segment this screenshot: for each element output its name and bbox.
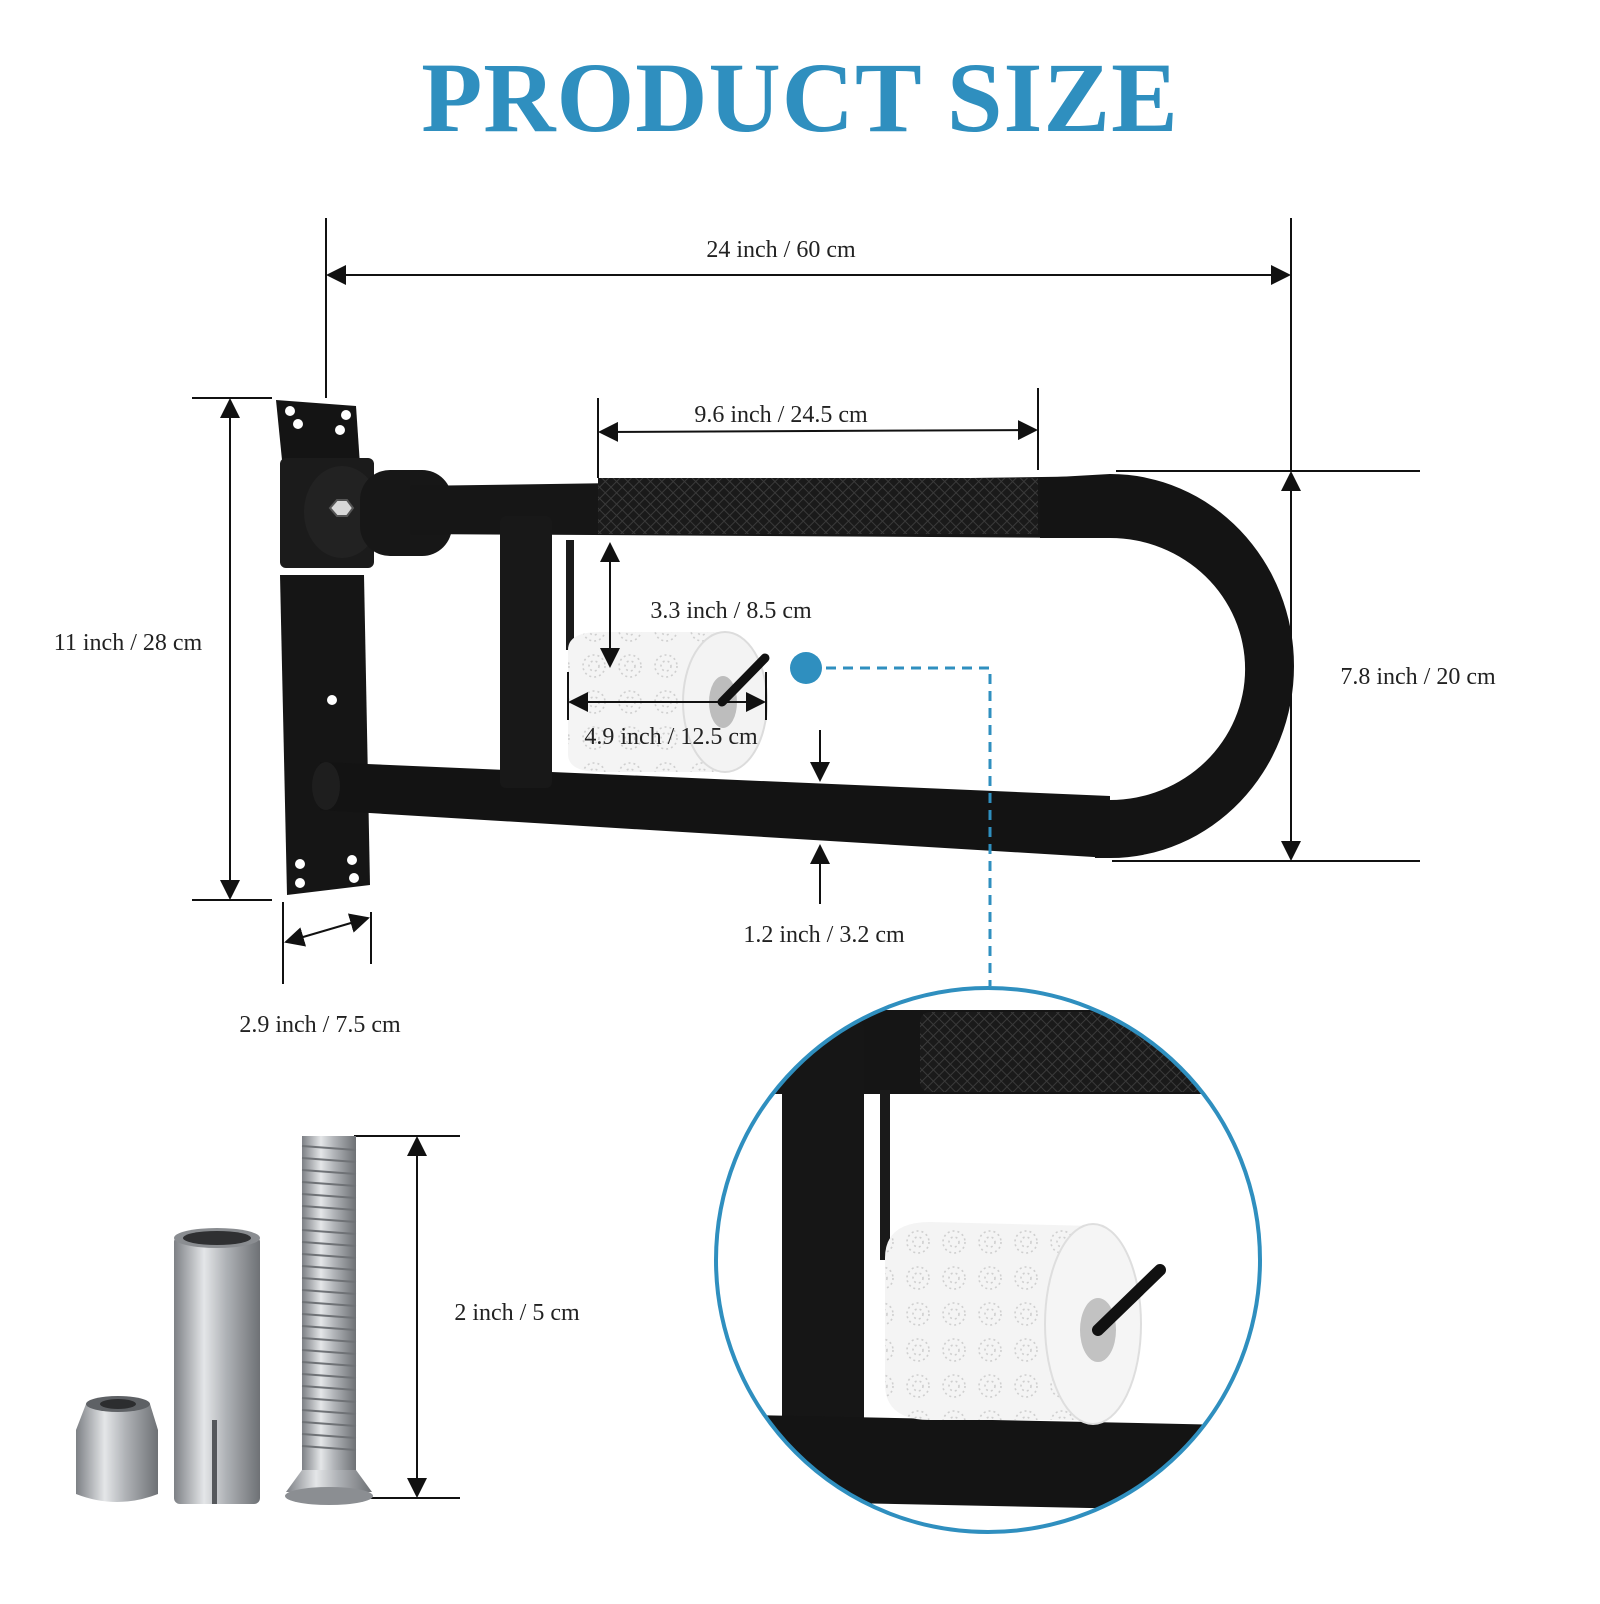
label-plate-width: 2.9 inch / 7.5 cm bbox=[239, 1012, 401, 1038]
anchor-sleeve bbox=[174, 1228, 260, 1504]
callout-circle bbox=[714, 986, 1262, 1534]
knurled-grip bbox=[598, 478, 1038, 534]
label-plate-height: 11 inch / 28 cm bbox=[54, 630, 203, 656]
mounting-hardware bbox=[76, 1136, 373, 1505]
label-tube-diameter: 1.2 inch / 3.2 cm bbox=[743, 922, 905, 948]
zoom-detail bbox=[716, 988, 1260, 1532]
grab-bar-illustration bbox=[276, 400, 1294, 895]
vertical-support bbox=[500, 516, 552, 788]
label-holder-drop: 3.3 inch / 8.5 cm bbox=[650, 598, 812, 624]
anchor-bolt bbox=[285, 1136, 373, 1505]
label-knurled-grip: 9.6 inch / 24.5 cm bbox=[694, 402, 868, 428]
anchor-nut bbox=[76, 1396, 158, 1502]
u-bend bbox=[1040, 474, 1294, 858]
dimension-labels: 24 inch / 60 cm 9.6 inch / 24.5 cm 11 in… bbox=[54, 237, 1496, 1326]
wall-plate-bottom bbox=[280, 575, 370, 895]
page-title: PRODUCT SIZE bbox=[421, 42, 1179, 153]
label-anchor-length: 2 inch / 5 cm bbox=[454, 1300, 580, 1326]
label-roll-width: 4.9 inch / 12.5 cm bbox=[584, 724, 758, 750]
label-overall-length: 24 inch / 60 cm bbox=[706, 237, 856, 263]
callout-dot bbox=[790, 652, 822, 684]
wall-plate-top bbox=[276, 400, 360, 465]
dimension-lines bbox=[192, 218, 1420, 1499]
label-bar-height: 7.8 inch / 20 cm bbox=[1340, 664, 1496, 690]
callout-leader bbox=[826, 666, 992, 986]
